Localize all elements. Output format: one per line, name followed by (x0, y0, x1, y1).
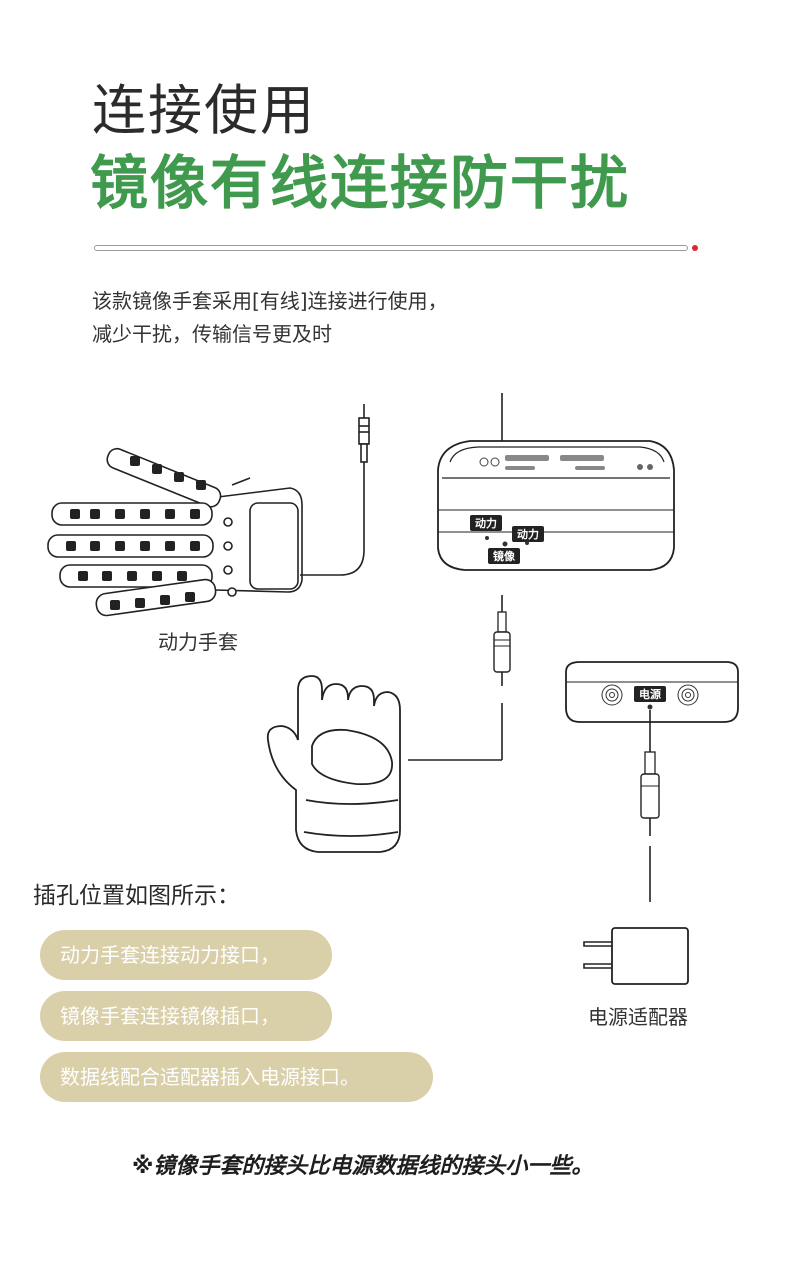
svg-text:镜像: 镜像 (493, 549, 516, 563)
power-adapter-label: 电源适配器 (588, 1005, 688, 1029)
page-subtitle: 镜像有线连接防干扰 (90, 149, 631, 217)
svg-text:动力: 动力 (475, 516, 497, 530)
connection-diagram: 动力 动力 镜像 (47, 393, 739, 880)
control-box (437, 440, 675, 571)
power-adapter-illustration (583, 880, 689, 985)
instruction-pill-power-cable: 数据线配合适配器插入电源接口。 (40, 1052, 433, 1102)
power-supply-box: 电源 (565, 661, 739, 723)
intro-line-1: 该款镜像手套采用[有线]连接进行使用， (92, 289, 448, 313)
instructions-heading: 插孔位置如图所示： (33, 883, 240, 909)
power-cable-plug (640, 710, 660, 880)
power-glove-cable (300, 404, 370, 576)
mirror-cable-plug (408, 595, 511, 761)
svg-text:动力: 动力 (517, 527, 539, 541)
intro-line-2: 减少干扰，传输信号更及时 (92, 322, 332, 346)
instruction-pill-power-glove: 动力手套连接动力接口， (40, 930, 332, 980)
divider-line (94, 245, 688, 251)
mirror-glove-illustration (266, 675, 401, 853)
port-label-power-supply: 电源 (639, 687, 661, 701)
divider-dot (692, 245, 698, 251)
power-glove-illustration (47, 447, 303, 617)
port-label-mirror: 镜像 (488, 548, 520, 564)
instruction-pill-mirror-glove: 镜像手套连接镜像插口， (40, 991, 332, 1041)
power-glove-label: 动力手套 (158, 630, 238, 654)
page-title: 连接使用 (92, 79, 316, 142)
footnote: ※镜像手套的接头比电源数据线的接头小一些。 (132, 1154, 594, 1179)
port-label-power-1: 动力 (470, 515, 502, 531)
port-label-power-2: 动力 (512, 526, 544, 542)
